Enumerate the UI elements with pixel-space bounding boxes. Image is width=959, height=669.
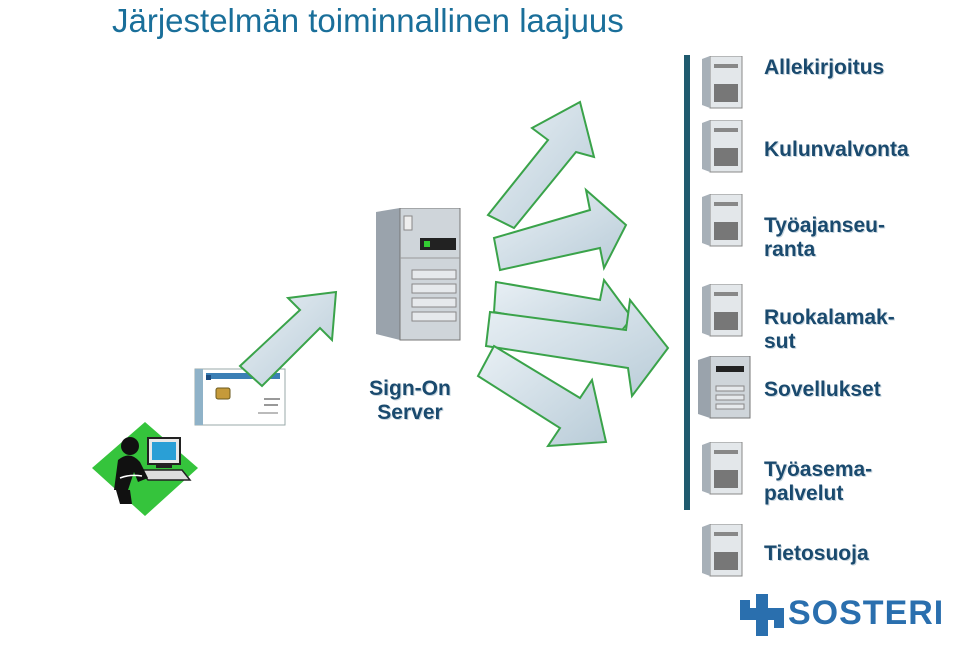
logo-text: SOSTERI	[788, 594, 945, 632]
service-label-tyoasemapalvelut: Työasema- palvelut	[764, 458, 873, 505]
cross-logo-icon	[740, 594, 784, 636]
arrow-to-kulunvalvonta	[492, 187, 628, 272]
server-tower-icon	[700, 55, 744, 115]
service-label-allekirjoitus: Allekirjoitus	[764, 56, 885, 79]
server-tower-icon	[700, 441, 744, 501]
service-label-sovellukset: Sovellukset	[764, 378, 881, 401]
arrow-user-to-server	[238, 290, 338, 388]
server-label: Sign-On Server	[369, 377, 451, 424]
sosteri-logo: SOSTERI	[740, 594, 943, 641]
arrow-to-allekirjoitus	[486, 100, 596, 230]
server-tower-icon	[700, 119, 744, 179]
server-tower-icon	[700, 283, 744, 343]
page-title: Järjestelmän toiminnallinen laajuus	[112, 2, 624, 39]
server-tower-icon	[700, 193, 744, 253]
server-tower-icon	[696, 355, 752, 425]
arrow-to-ruokalamaksut	[484, 297, 670, 399]
divider-line	[684, 55, 690, 510]
service-label-kulunvalvonta: Kulunvalvonta	[764, 138, 909, 161]
service-label-tietosuoja: Tietosuoja	[764, 542, 869, 565]
service-label-tyoajanseuranta: Työajanseu- ranta	[764, 214, 885, 261]
server-tower-icon	[700, 523, 744, 583]
user-at-computer-icon	[90, 420, 200, 525]
service-label-ruokalamaksut: Ruokalamak- sut	[764, 306, 895, 353]
server-tower-icon	[370, 207, 466, 349]
arrow-to-sovellukset	[476, 344, 608, 448]
